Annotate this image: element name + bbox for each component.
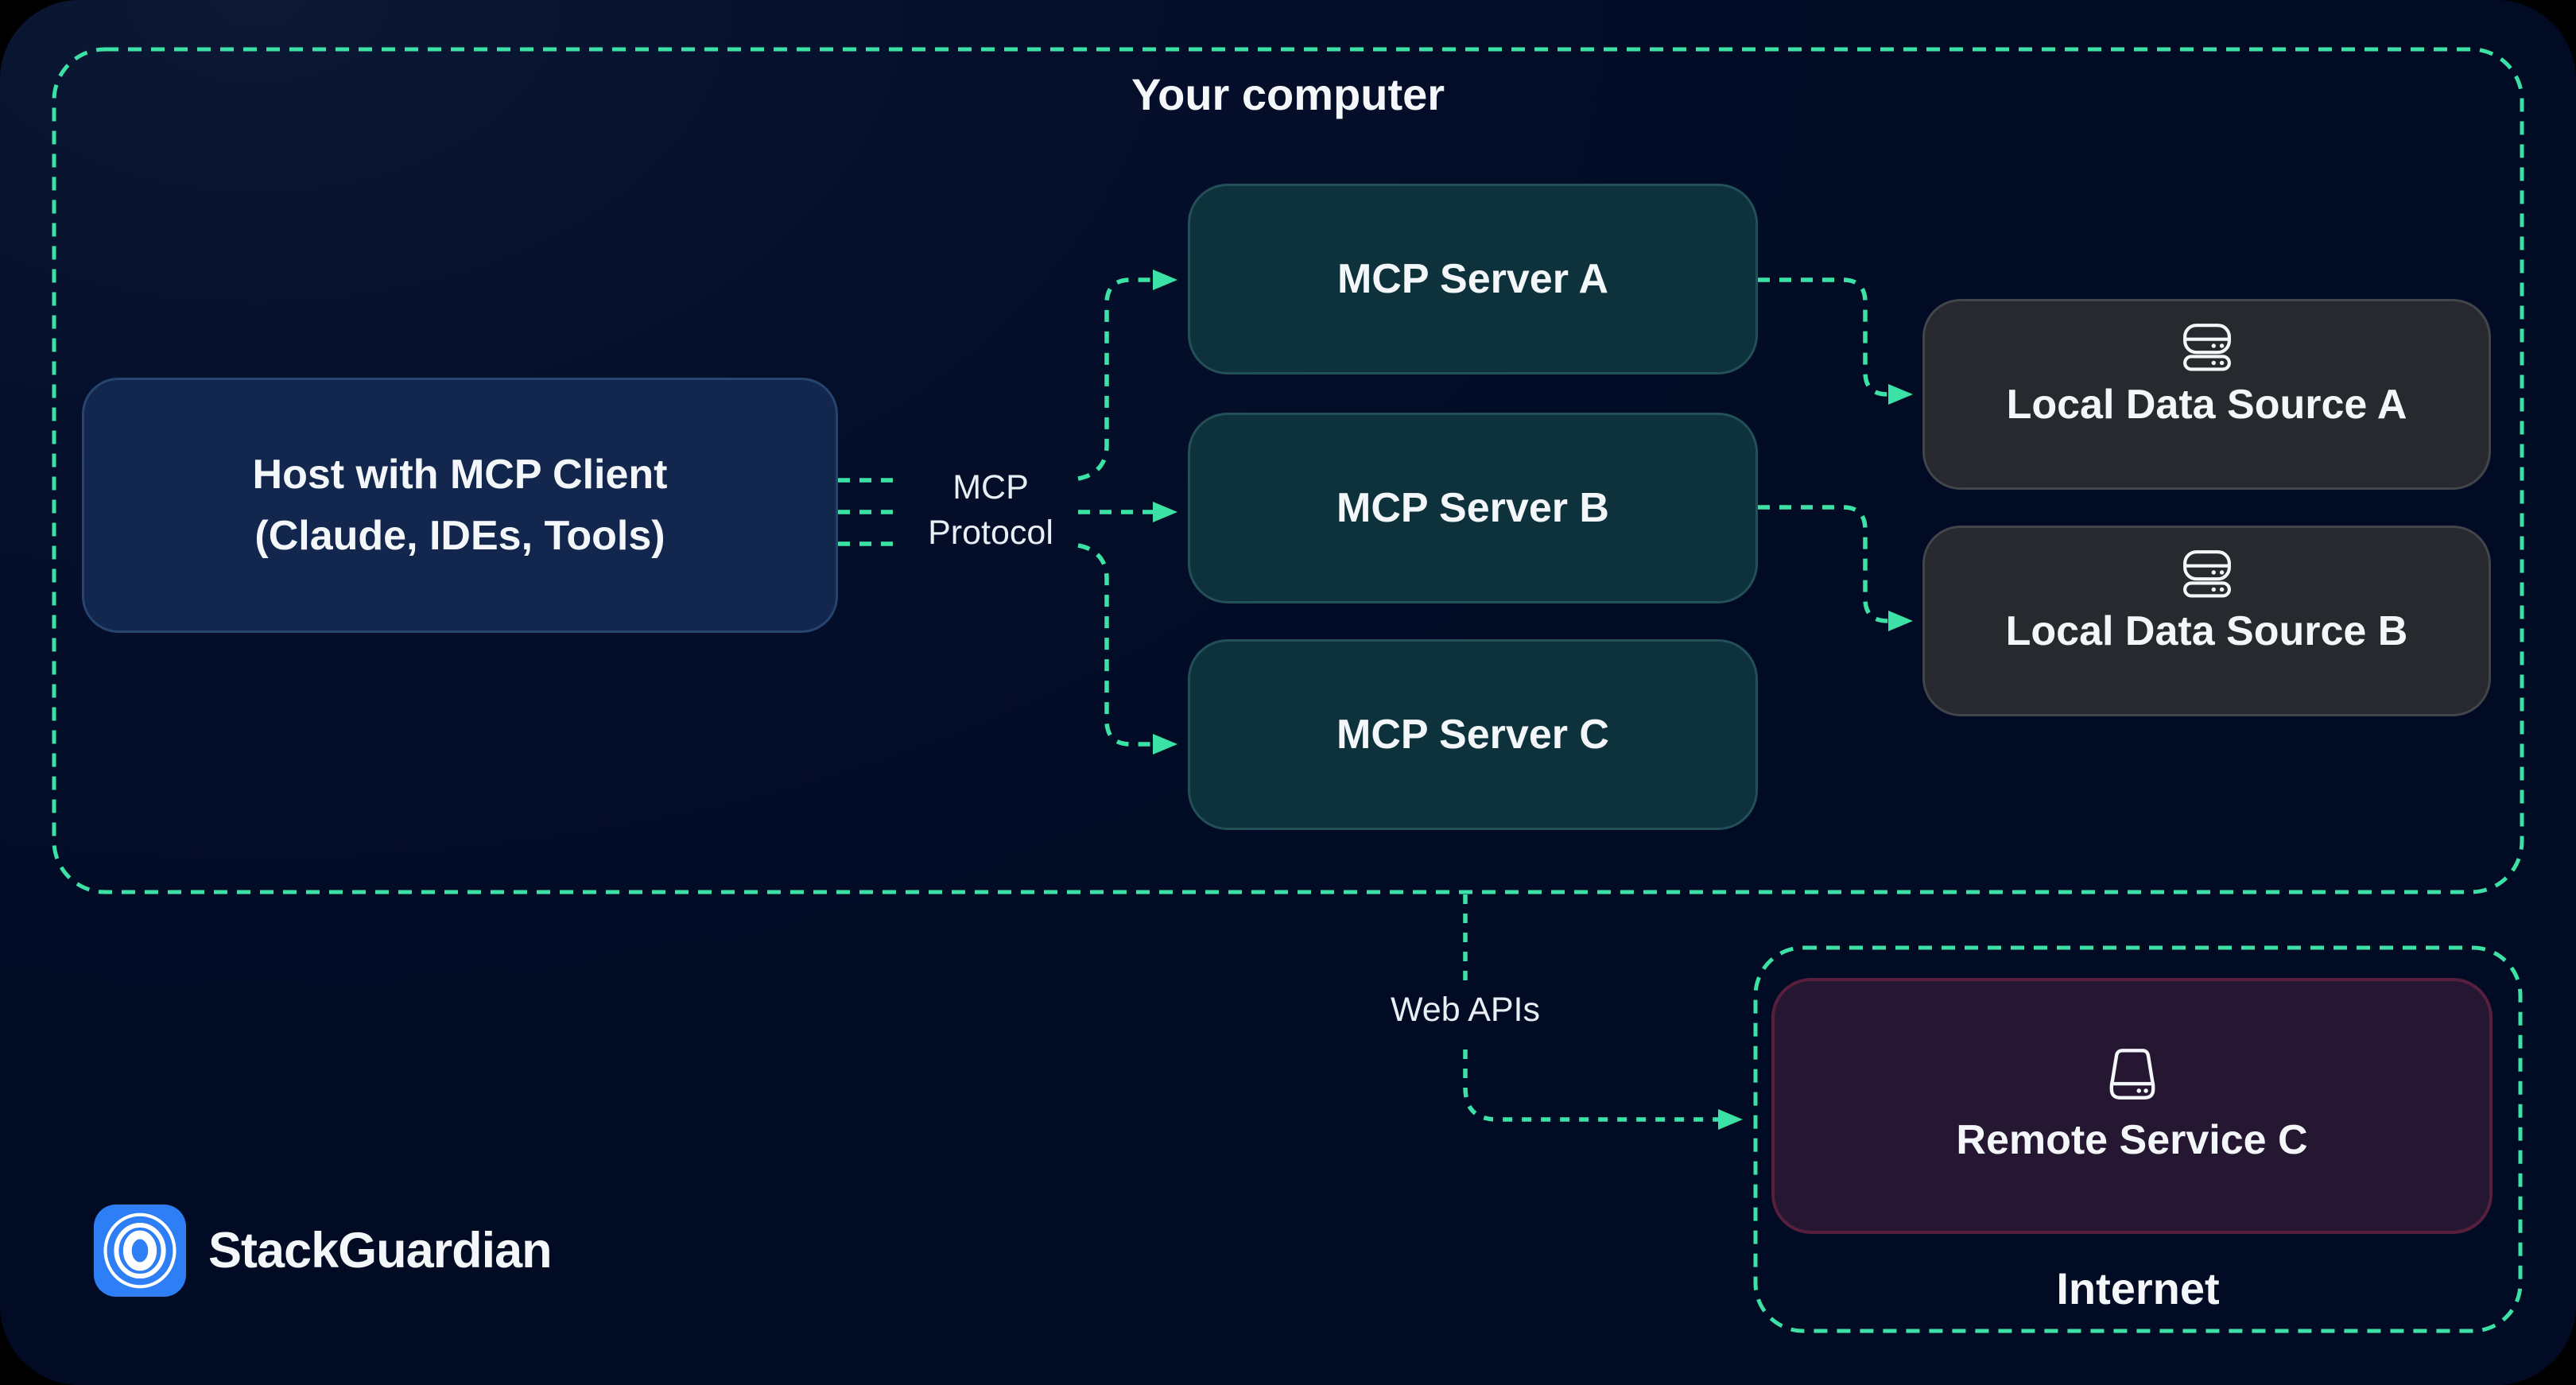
remote-service-c-box: Remote Service C [1771,978,2493,1234]
your-computer-frame [52,47,2524,894]
host-mcp-client-box: Host with MCP Client (Claude, IDEs, Tool… [82,378,838,633]
connector-webapis-lower [1463,1049,1743,1130]
mcp-server-a-label: MCP Server A [1336,256,1609,302]
mcp-protocol-label: MCP Protocol [928,468,1053,552]
stackguardian-logo-icon [94,1205,186,1297]
local-data-source-b-label: Local Data Source B [2005,608,2408,654]
mcp-server-c-box: MCP Server C [1188,639,1758,830]
database-stack-icon [2182,550,2231,598]
internet-frame [1753,945,2523,1333]
mcp-server-c-label: MCP Server C [1336,712,1609,758]
host-label-line2: (Claude, IDEs, Tools) [254,512,665,559]
internet-label: Internet [2056,1263,2220,1313]
local-data-source-b-box: Local Data Source B [1922,526,2491,716]
mcp-server-a-box: MCP Server A [1188,184,1758,374]
connector-server-b-ds-b [1758,505,1913,631]
local-data-source-a-label: Local Data Source A [2006,382,2407,428]
hard-drive-icon [2109,1049,2155,1100]
connector-protocol-server-c [1077,543,1177,755]
host-protocol-stubs [838,478,895,546]
mcp-server-b-label: MCP Server B [1336,485,1609,531]
connector-protocol-server-a [1077,270,1177,481]
connector-server-a-ds-a [1758,277,1913,405]
mcp-server-b-box: MCP Server B [1188,413,1758,603]
database-stack-icon [2182,324,2231,371]
brand-footer: StackGuardian [94,1205,553,1297]
remote-service-c-label: Remote Service C [1956,1117,2308,1163]
your-computer-label: Your computer [1131,69,1445,119]
brand-name: StackGuardian [208,1223,553,1278]
web-apis-label: Web APIs [1390,991,1541,1029]
host-label-line1: Host with MCP Client [252,451,668,498]
local-data-source-a-box: Local Data Source A [1922,299,2491,490]
